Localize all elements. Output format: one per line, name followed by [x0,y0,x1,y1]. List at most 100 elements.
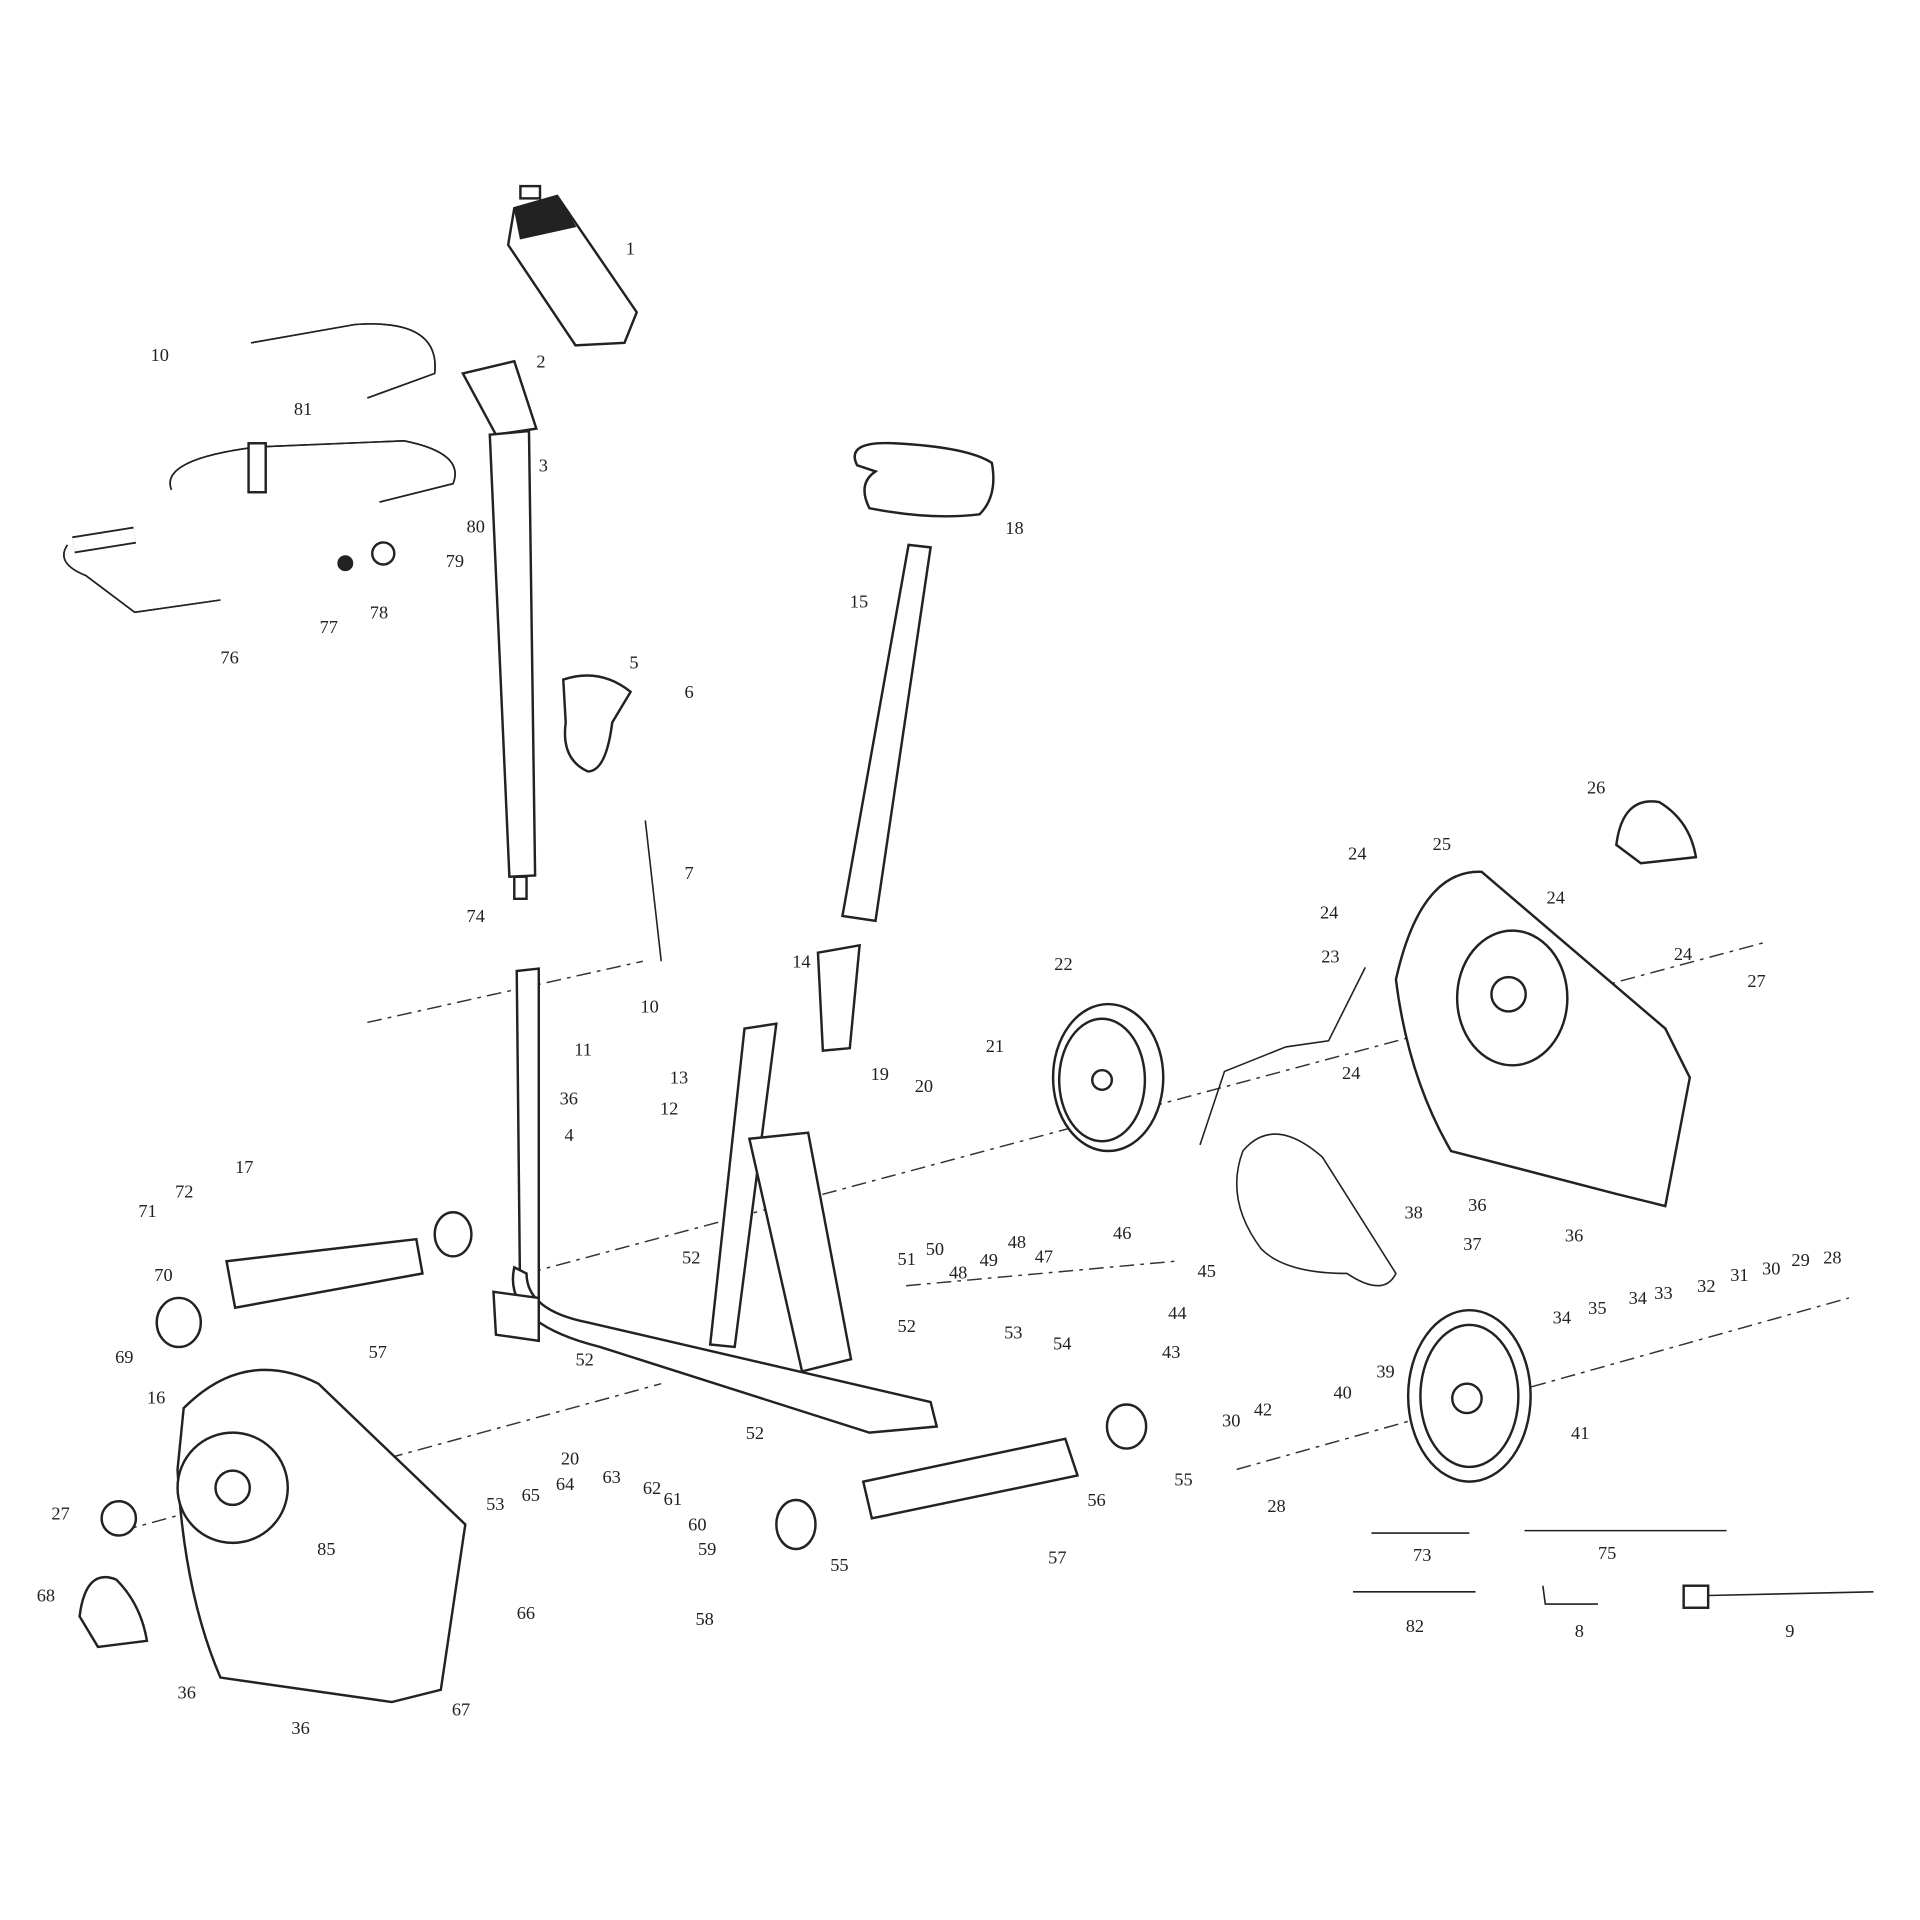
label-51: 51 [898,1249,916,1269]
label-55a: 55 [1174,1469,1192,1489]
label-16: 16 [147,1387,165,1407]
label-27b: 27 [51,1504,69,1524]
label-24e: 24 [1342,1063,1360,1083]
label-36b: 36 [1468,1195,1486,1215]
console-part [506,184,639,347]
label-18: 18 [1005,518,1023,538]
label-4: 4 [564,1125,573,1145]
label-73: 73 [1413,1545,1431,1565]
label-52b: 52 [898,1316,916,1336]
label-43: 43 [1162,1342,1180,1362]
flywheel-part [1406,1308,1532,1483]
label-31: 31 [1730,1265,1748,1285]
label-42: 42 [1254,1400,1272,1420]
label-15: 15 [850,591,868,611]
pulley-part [1051,1002,1165,1153]
label-62: 62 [643,1478,661,1498]
label-68: 68 [37,1586,55,1606]
label-38: 38 [1404,1202,1422,1222]
label-19: 19 [871,1064,889,1084]
console-mast [461,359,538,900]
label-36c: 36 [1565,1226,1583,1246]
label-14: 14 [792,951,810,971]
label-85: 85 [317,1539,335,1559]
end-cap-part [433,1211,473,1258]
part-labels: 1 2 3 10 81 80 79 78 77 76 5 6 18 15 7 7… [37,239,1842,1738]
label-64: 64 [556,1474,574,1494]
label-48b: 48 [1008,1232,1026,1252]
label-13: 13 [670,1068,688,1088]
label-52c: 52 [576,1349,594,1369]
label-54: 54 [1053,1333,1071,1353]
label-55b: 55 [830,1555,848,1575]
label-57a: 57 [369,1342,387,1362]
label-75: 75 [1598,1543,1616,1563]
label-20b: 20 [561,1448,579,1468]
label-17: 17 [235,1157,253,1177]
label-70: 70 [154,1265,172,1285]
label-27a: 27 [1747,971,1765,991]
label-59: 59 [698,1539,716,1559]
label-2: 2 [536,351,545,371]
label-34a: 34 [1553,1308,1571,1328]
seat-part [853,441,995,518]
label-49: 49 [980,1250,998,1270]
crank-part [1199,966,1367,1146]
right-cover-part [1394,870,1692,1208]
label-72: 72 [175,1182,193,1202]
label-33: 33 [1654,1283,1672,1303]
label-52a: 52 [682,1248,700,1268]
label-67: 67 [452,1700,470,1720]
label-50: 50 [926,1239,944,1259]
label-6: 6 [684,682,693,702]
left-cover-part [100,1368,467,1704]
label-36d: 36 [178,1682,196,1702]
pedal-right-part [1615,800,1698,865]
label-28a: 28 [1823,1248,1841,1268]
belt-part [1235,1133,1397,1287]
label-30b: 30 [1222,1411,1240,1431]
label-24c: 24 [1320,902,1338,922]
label-82: 82 [1406,1616,1424,1636]
label-65: 65 [522,1485,540,1505]
label-53a: 53 [1004,1322,1022,1342]
label-76: 76 [220,648,238,668]
label-53b: 53 [486,1494,504,1514]
label-47: 47 [1035,1246,1053,1266]
label-9: 9 [1785,1621,1794,1641]
label-25: 25 [1433,834,1451,854]
label-78: 78 [370,602,388,622]
label-12: 12 [660,1098,678,1118]
rear-stabilizer-part [861,1437,1080,1520]
label-36a: 36 [560,1088,578,1108]
label-26: 26 [1587,777,1605,797]
label-52d: 52 [746,1423,764,1443]
label-58: 58 [696,1609,714,1629]
label-61: 61 [664,1489,682,1509]
label-34b: 34 [1629,1288,1647,1308]
tools [1353,1529,1874,1609]
label-60: 60 [688,1515,706,1535]
seat-post-part [841,543,933,923]
label-48a: 48 [949,1262,967,1282]
label-71: 71 [138,1201,156,1221]
label-28b: 28 [1267,1496,1285,1516]
label-11: 11 [574,1040,592,1060]
label-30a: 30 [1762,1259,1780,1279]
label-7: 7 [684,863,693,883]
label-69: 69 [115,1347,133,1367]
label-37: 37 [1463,1234,1481,1254]
label-10: 10 [151,345,169,365]
label-21: 21 [986,1036,1004,1056]
label-29: 29 [1791,1250,1809,1270]
bottle-holder-part [561,674,633,773]
front-stabilizer-part [225,1237,424,1310]
label-24b: 24 [1547,888,1565,908]
label-32: 32 [1697,1276,1715,1296]
label-74: 74 [467,906,485,926]
label-81: 81 [294,399,312,419]
pedal-left-part [78,1575,149,1649]
end-cap-part [775,1498,817,1551]
label-80: 80 [467,517,485,537]
